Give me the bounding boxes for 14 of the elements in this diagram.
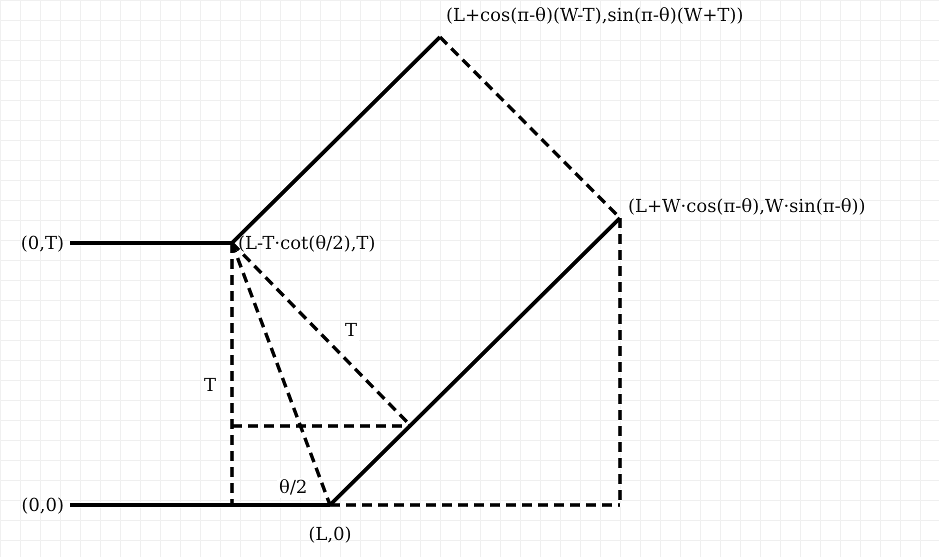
- point-label: (0,0): [21, 494, 64, 518]
- angle-label: θ/2: [277, 478, 310, 498]
- dashed-line: [230, 243, 234, 505]
- line: [230, 36, 442, 244]
- point-label: (0,T): [20, 232, 64, 256]
- point-label: (L-T·cot(θ/2),T): [238, 232, 376, 256]
- point-label: (L+W·cos(π-θ),W·sin(π-θ)): [628, 195, 866, 219]
- line: [70, 241, 232, 245]
- point-label: (L,0): [308, 523, 352, 547]
- edge-label: T: [343, 321, 360, 341]
- point-label: (L+cos(π-θ)(W-T),sin(π-θ)(W+T)): [446, 4, 744, 28]
- dashed-line: [330, 503, 620, 507]
- line: [70, 503, 330, 507]
- line: [328, 216, 622, 506]
